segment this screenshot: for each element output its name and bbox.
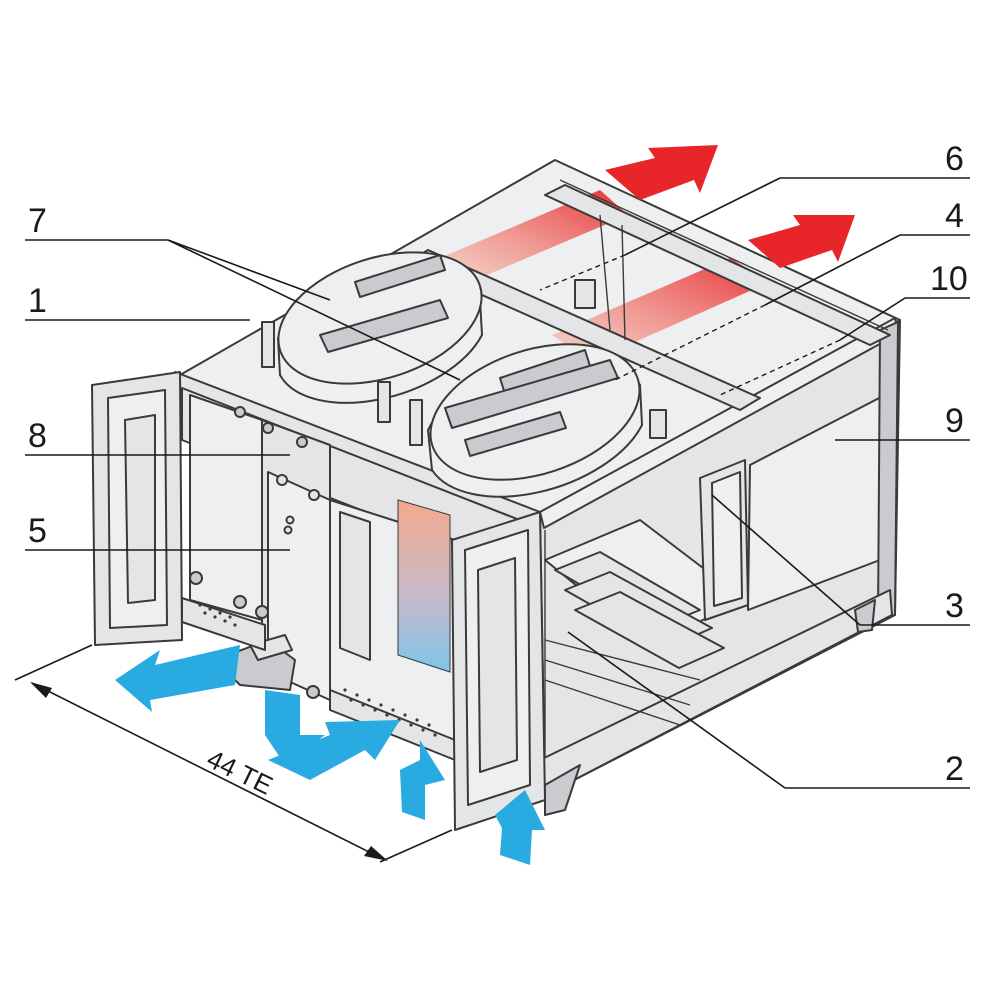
callout-7: 7 [28,202,47,240]
callout-5: 5 [28,512,47,550]
airflow-card [397,499,451,673]
callout-10: 10 [930,260,968,298]
hot-air-arrow-2 [748,215,855,268]
card-guides [544,459,749,726]
right-door [451,511,546,831]
callout-8: 8 [28,417,47,455]
callout-1: 1 [28,282,47,320]
cool-air-arrow-4 [400,740,445,820]
callout-2: 2 [945,750,964,788]
cool-air-arrow-1 [115,645,240,712]
left-door [91,371,183,646]
cool-air-arrow-3 [268,720,400,780]
hot-air-stripe-upper [440,190,628,283]
leader-lines [25,177,970,789]
cool-air-arrow-5 [495,790,545,865]
cool-air-arrows [115,645,545,865]
hot-air-arrow-1 [605,145,718,200]
dimension-label: 44 TE [202,743,277,800]
top-rails [407,179,891,411]
callout-6: 6 [945,140,964,178]
hot-air-arrows [605,145,855,268]
fan-1 [261,251,483,423]
fan-2 [409,343,667,498]
callout-3: 3 [945,587,964,625]
callout-labels: 7 1 8 5 6 4 10 9 3 2 [28,140,968,788]
connector-block [574,279,596,309]
callout-9: 9 [945,402,964,440]
callout-4: 4 [945,197,964,235]
